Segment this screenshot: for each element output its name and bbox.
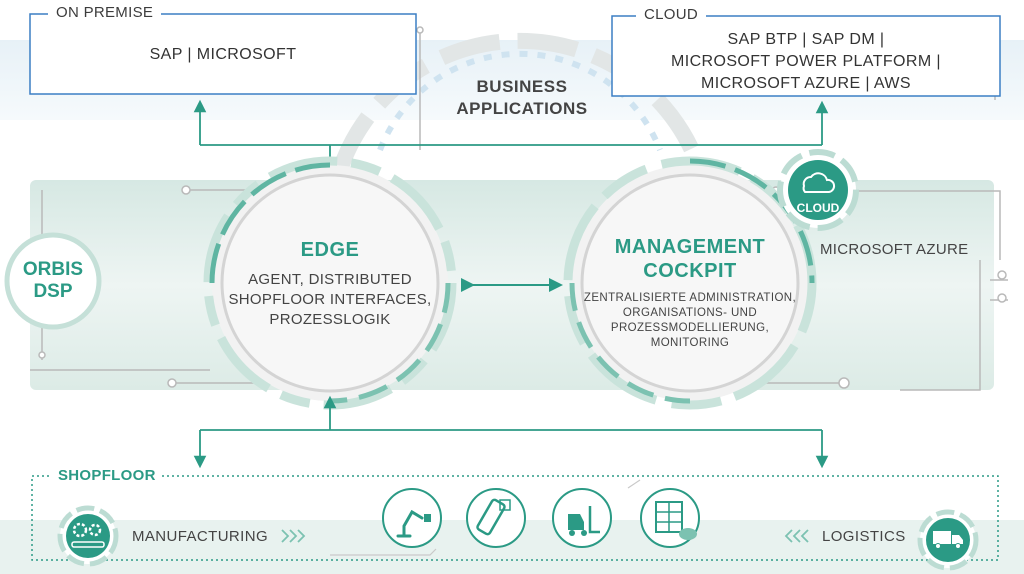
cockpit-line: ORGANISATIONS- UND [622, 307, 758, 319]
gears-icon [57, 505, 119, 567]
cockpit-line: MONITORING [650, 337, 730, 349]
cloud-box-line: MICROSOFT AZURE | AWS [701, 75, 911, 92]
handheld-scanner-icon [466, 488, 526, 548]
management-cockpit-circle [563, 156, 817, 410]
shopfloor-title: SHOPFLOOR [52, 467, 162, 484]
on-premise-box [29, 13, 417, 95]
business-applications-label: BUSINESS APPLICATIONS [422, 76, 622, 120]
warehouse-shelf-icon [640, 488, 700, 548]
robot-arm-icon [382, 488, 442, 548]
cockpit-title-line: MANAGEMENT [614, 236, 766, 258]
on-premise-body: SAP | MICROSOFT [149, 46, 297, 63]
orbis-dsp-circle [4, 232, 102, 330]
microsoft-azure-label: MICROSOFT AZURE [820, 241, 969, 258]
cloud-badge [777, 149, 859, 231]
on-premise-title: ON PREMISE [48, 4, 162, 21]
edge-line: SHOPFLOOR INTERFACES, [228, 291, 432, 308]
cloud-box-title: CLOUD [636, 6, 707, 23]
background-arc-dotted [377, 50, 663, 152]
forklift-icon [552, 488, 612, 548]
manufacturing-label: MANUFACTURING [132, 528, 269, 545]
truck-icon [917, 509, 979, 571]
cockpit-body: ZENTRALISIERTE ADMINISTRATION, ORGANISAT… [580, 291, 800, 351]
cockpit-title-line: COCKPIT [643, 260, 737, 282]
cloud-box-line: MICROSOFT POWER PLATFORM | [671, 53, 941, 70]
business-applications-line: APPLICATIONS [456, 99, 588, 118]
edge-title: EDGE [300, 239, 360, 261]
edge-body: AGENT, DISTRIBUTED SHOPFLOOR INTERFACES,… [215, 270, 445, 330]
cockpit-line: PROZESSMODELLIERUNG, [610, 322, 770, 334]
orbis-line: ORBIS [22, 259, 84, 280]
orbis-dsp-label: ORBIS DSP [8, 259, 98, 303]
cloud-box-line: SAP BTP | SAP DM | [727, 31, 885, 48]
orbis-line: DSP [33, 281, 73, 302]
cloud-icon [802, 172, 836, 193]
edge-line: AGENT, DISTRIBUTED [248, 271, 412, 288]
edge-circle [203, 156, 457, 410]
cloud-box-body: SAP BTP | SAP DM | MICROSOFT POWER PLATF… [612, 29, 1000, 95]
cloud-badge-label: CLOUD [796, 201, 840, 215]
logistics-chevrons [784, 529, 809, 543]
flow-line-left [330, 548, 437, 556]
manufacturing-chevrons [281, 529, 306, 543]
cockpit-title: MANAGEMENT COCKPIT [580, 235, 800, 283]
background-arc [332, 32, 708, 173]
flow-line-right [627, 479, 641, 489]
cloud-box [611, 15, 1001, 97]
bottom-connectors [193, 395, 829, 469]
cockpit-line: ZENTRALISIERTE ADMINISTRATION, [583, 292, 797, 304]
edge-line: PROZESSLOGIK [269, 311, 391, 328]
logistics-label: LOGISTICS [822, 528, 906, 545]
business-applications-line: BUSINESS [476, 77, 568, 96]
